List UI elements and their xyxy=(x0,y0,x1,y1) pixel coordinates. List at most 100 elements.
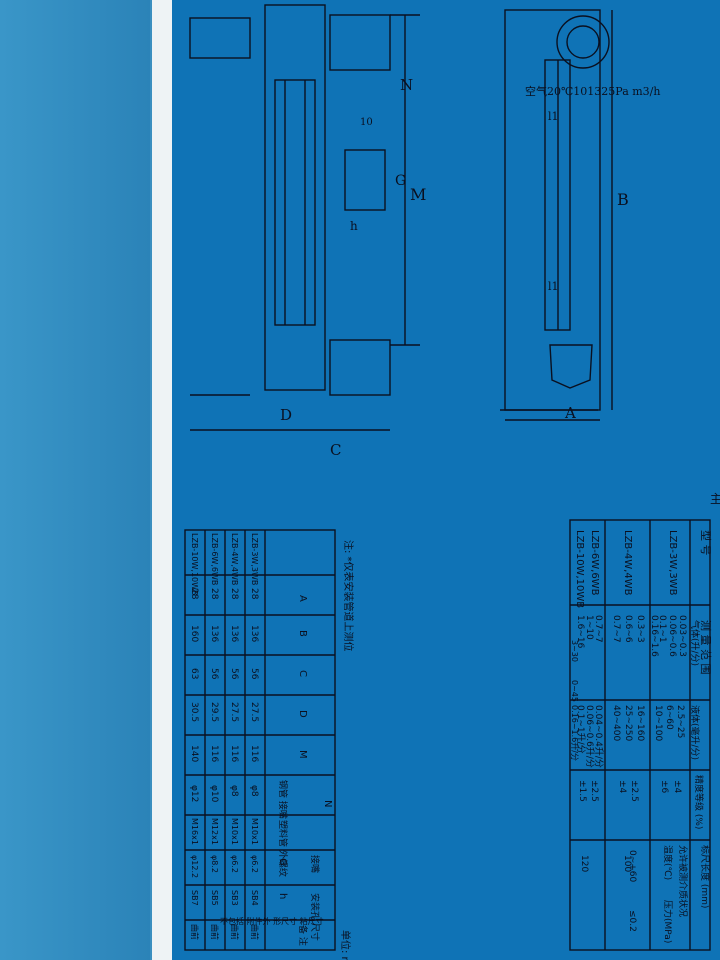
spec-row-1-liquid-2: 6~60 xyxy=(664,705,674,730)
dim-label-l1-a: l1 xyxy=(548,110,559,123)
dims-row-4-steel: φ12 xyxy=(189,785,199,802)
top-view-bottom-plug xyxy=(549,344,593,389)
spec-row-1-gas-4: 0.16~1.6 xyxy=(649,615,659,657)
dims-header-h: h xyxy=(277,893,288,899)
dims-row-3-steel: φ10 xyxy=(209,785,219,803)
spec-row-1-acc-2: ±6 xyxy=(659,780,669,794)
spec-row-1-gas-2: 0.06~0.6 xyxy=(667,615,677,657)
spec-temp-value: 0~+60 xyxy=(627,850,637,883)
spec-title: 主要规格参数: xyxy=(710,491,720,506)
dims-header-A: A xyxy=(297,595,308,602)
spec-header-liquid: 液体(毫升/分) xyxy=(689,705,701,760)
dim-label-h: h xyxy=(350,219,358,233)
spec-row-2-gas-1: 0.3~3 xyxy=(635,615,645,643)
dim-label-G: G xyxy=(395,173,406,189)
spec-header-pressure: 压力(MPa) xyxy=(662,900,674,943)
dims-row-1-B: 136 xyxy=(249,625,259,642)
dims-row-3-G: φ8.2 xyxy=(210,855,219,873)
spec-row-2-acc-1: ±2.5 xyxy=(629,780,639,802)
catalog-page xyxy=(172,0,720,960)
dim-label-N: N xyxy=(400,76,413,94)
dims-row-3-D: 29.5 xyxy=(209,702,219,722)
spec-row-2-liquid-2: 25~250 xyxy=(623,705,633,741)
catalog-svg: A B l1 l1 空气20℃101325Pa m3/h N xyxy=(184,4,720,960)
rotated-catalog-content: A B l1 l1 空气20℃101325Pa m3/h N xyxy=(172,0,720,960)
dims-row-4-install: 曲前 xyxy=(190,924,200,940)
spec-row-3-gas-3: 1.6~16 xyxy=(575,615,585,649)
dims-row-2-C: 56 xyxy=(229,668,239,680)
background-blue-board xyxy=(0,0,150,960)
flowmeter-top-view xyxy=(500,9,613,421)
spec-row-2-liquid-1: 16~160 xyxy=(635,705,645,741)
dims-row-1-model: LZB-3W,3WB xyxy=(250,533,259,585)
nameplate-text: 空气20℃101325Pa m3/h xyxy=(525,84,660,98)
spec-length-120: 120 xyxy=(579,855,589,872)
spec-row-1-gas-1: 0.03~0.3 xyxy=(677,615,687,657)
dims-header-note: 备 注 xyxy=(297,925,309,946)
detail-section-G xyxy=(344,149,386,211)
dims-row-2-model: LZB-4W,4WB xyxy=(230,533,239,585)
dims-row-1-plastic: M10x1 xyxy=(250,818,259,845)
spec-row-3-acc-1: ±2.5 xyxy=(589,780,599,802)
dims-row-1-C: 56 xyxy=(249,668,259,680)
dim-label-D: D xyxy=(280,406,292,424)
spec-row-3-liquid-3: 0.1~1升/分 xyxy=(575,705,586,754)
dim-label-10: 10 xyxy=(360,117,373,128)
dims-row-4-M: 140 xyxy=(189,745,199,762)
top-view-fitting-outer xyxy=(556,15,610,69)
spec-row-1-liquid-3: 10~100 xyxy=(653,705,663,741)
top-view-body xyxy=(504,9,601,411)
spec-row-1-acc-1: ±4 xyxy=(672,780,682,794)
dims-row-1-M: 116 xyxy=(249,745,259,762)
spec-header-length: 标尺长度 (mm) xyxy=(699,845,711,908)
dims-header-C: C xyxy=(297,670,308,677)
dims-row-4-plastic: M16x1 xyxy=(190,818,199,845)
dim-label-l1-b: l1 xyxy=(548,280,559,293)
dims-row-4-D: 30.5 xyxy=(189,702,199,722)
dims-header-B: B xyxy=(297,630,308,637)
spec-row-3-gas-1: 0.7~7 xyxy=(593,615,603,643)
spec-header-model: 型 号 xyxy=(699,530,713,556)
dims-row-2-plastic: M10x1 xyxy=(230,818,239,845)
background-white-strip xyxy=(152,0,172,960)
dims-header-D: D xyxy=(297,710,308,718)
dim-label-M: M xyxy=(410,185,426,204)
dim-label-B: B xyxy=(617,190,629,209)
top-outlet-connector xyxy=(189,17,251,59)
dims-note-text: 不包括 附件外 形尺寸 粘尺寸 xyxy=(220,916,324,926)
dims-row-4-A: 28 xyxy=(189,588,199,600)
spec-header-medium: 允许被测介质状况 xyxy=(677,845,689,917)
dims-row-3-model: LZB-6W,6WB xyxy=(210,533,219,585)
spec-row-2-gas-2: 0.6~6 xyxy=(623,615,633,643)
dim-label-C: C xyxy=(330,441,341,459)
dims-row-2-install: 曲前 xyxy=(230,924,240,940)
dims-row-1-steel: φ8 xyxy=(249,785,259,797)
spec-header-gas: 气体(升/分) xyxy=(689,620,701,666)
dims-row-1-D: 27.5 xyxy=(249,702,259,722)
spec-row-3-acc-2: ±1.5 xyxy=(577,780,587,802)
spec-row-1-gas-3: 0.1~1 xyxy=(657,615,667,643)
spec-row-2-gas-3: 0.7~7 xyxy=(611,615,621,643)
dims-header-M: M xyxy=(297,750,308,759)
top-view-fitting-inner xyxy=(566,25,600,59)
side-view-body xyxy=(264,4,326,391)
spec-length-100: 100 xyxy=(622,855,632,872)
dims-row-2-steel: φ8 xyxy=(229,785,239,797)
dims-row-3-A: 28 xyxy=(209,588,219,600)
dims-table-frame xyxy=(184,529,336,951)
spec-header-temp: 温度(℃) xyxy=(662,845,674,880)
dims-row-2-h: SB3 xyxy=(230,890,239,906)
dims-row-3-plastic: M12x1 xyxy=(210,818,219,845)
spec-row-4-liquid-1: 0.16~1.6升/分 xyxy=(570,705,579,761)
dims-row-4-C: 63 xyxy=(189,668,199,679)
dims-row-1-G: φ6.2 xyxy=(250,855,259,873)
dims-row-2-B: 136 xyxy=(229,625,239,642)
dims-row-1-A: 28 xyxy=(249,588,259,600)
spec-row-3-liquid-1: 0.04~0.4升/分 xyxy=(593,705,604,768)
dims-unit: 单位: mm xyxy=(339,930,352,960)
spec-table: 主要规格参数: 型 号 测 量 范 围 气体(升/分) 液体(毫升/分) 精度等… xyxy=(569,491,720,951)
dims-footnote: 注: *仅表安装管道上测位 xyxy=(342,540,355,652)
dims-row-1-install: 曲前 xyxy=(250,924,260,940)
spec-row-2-model: LZB-4W,4WB xyxy=(622,530,633,596)
